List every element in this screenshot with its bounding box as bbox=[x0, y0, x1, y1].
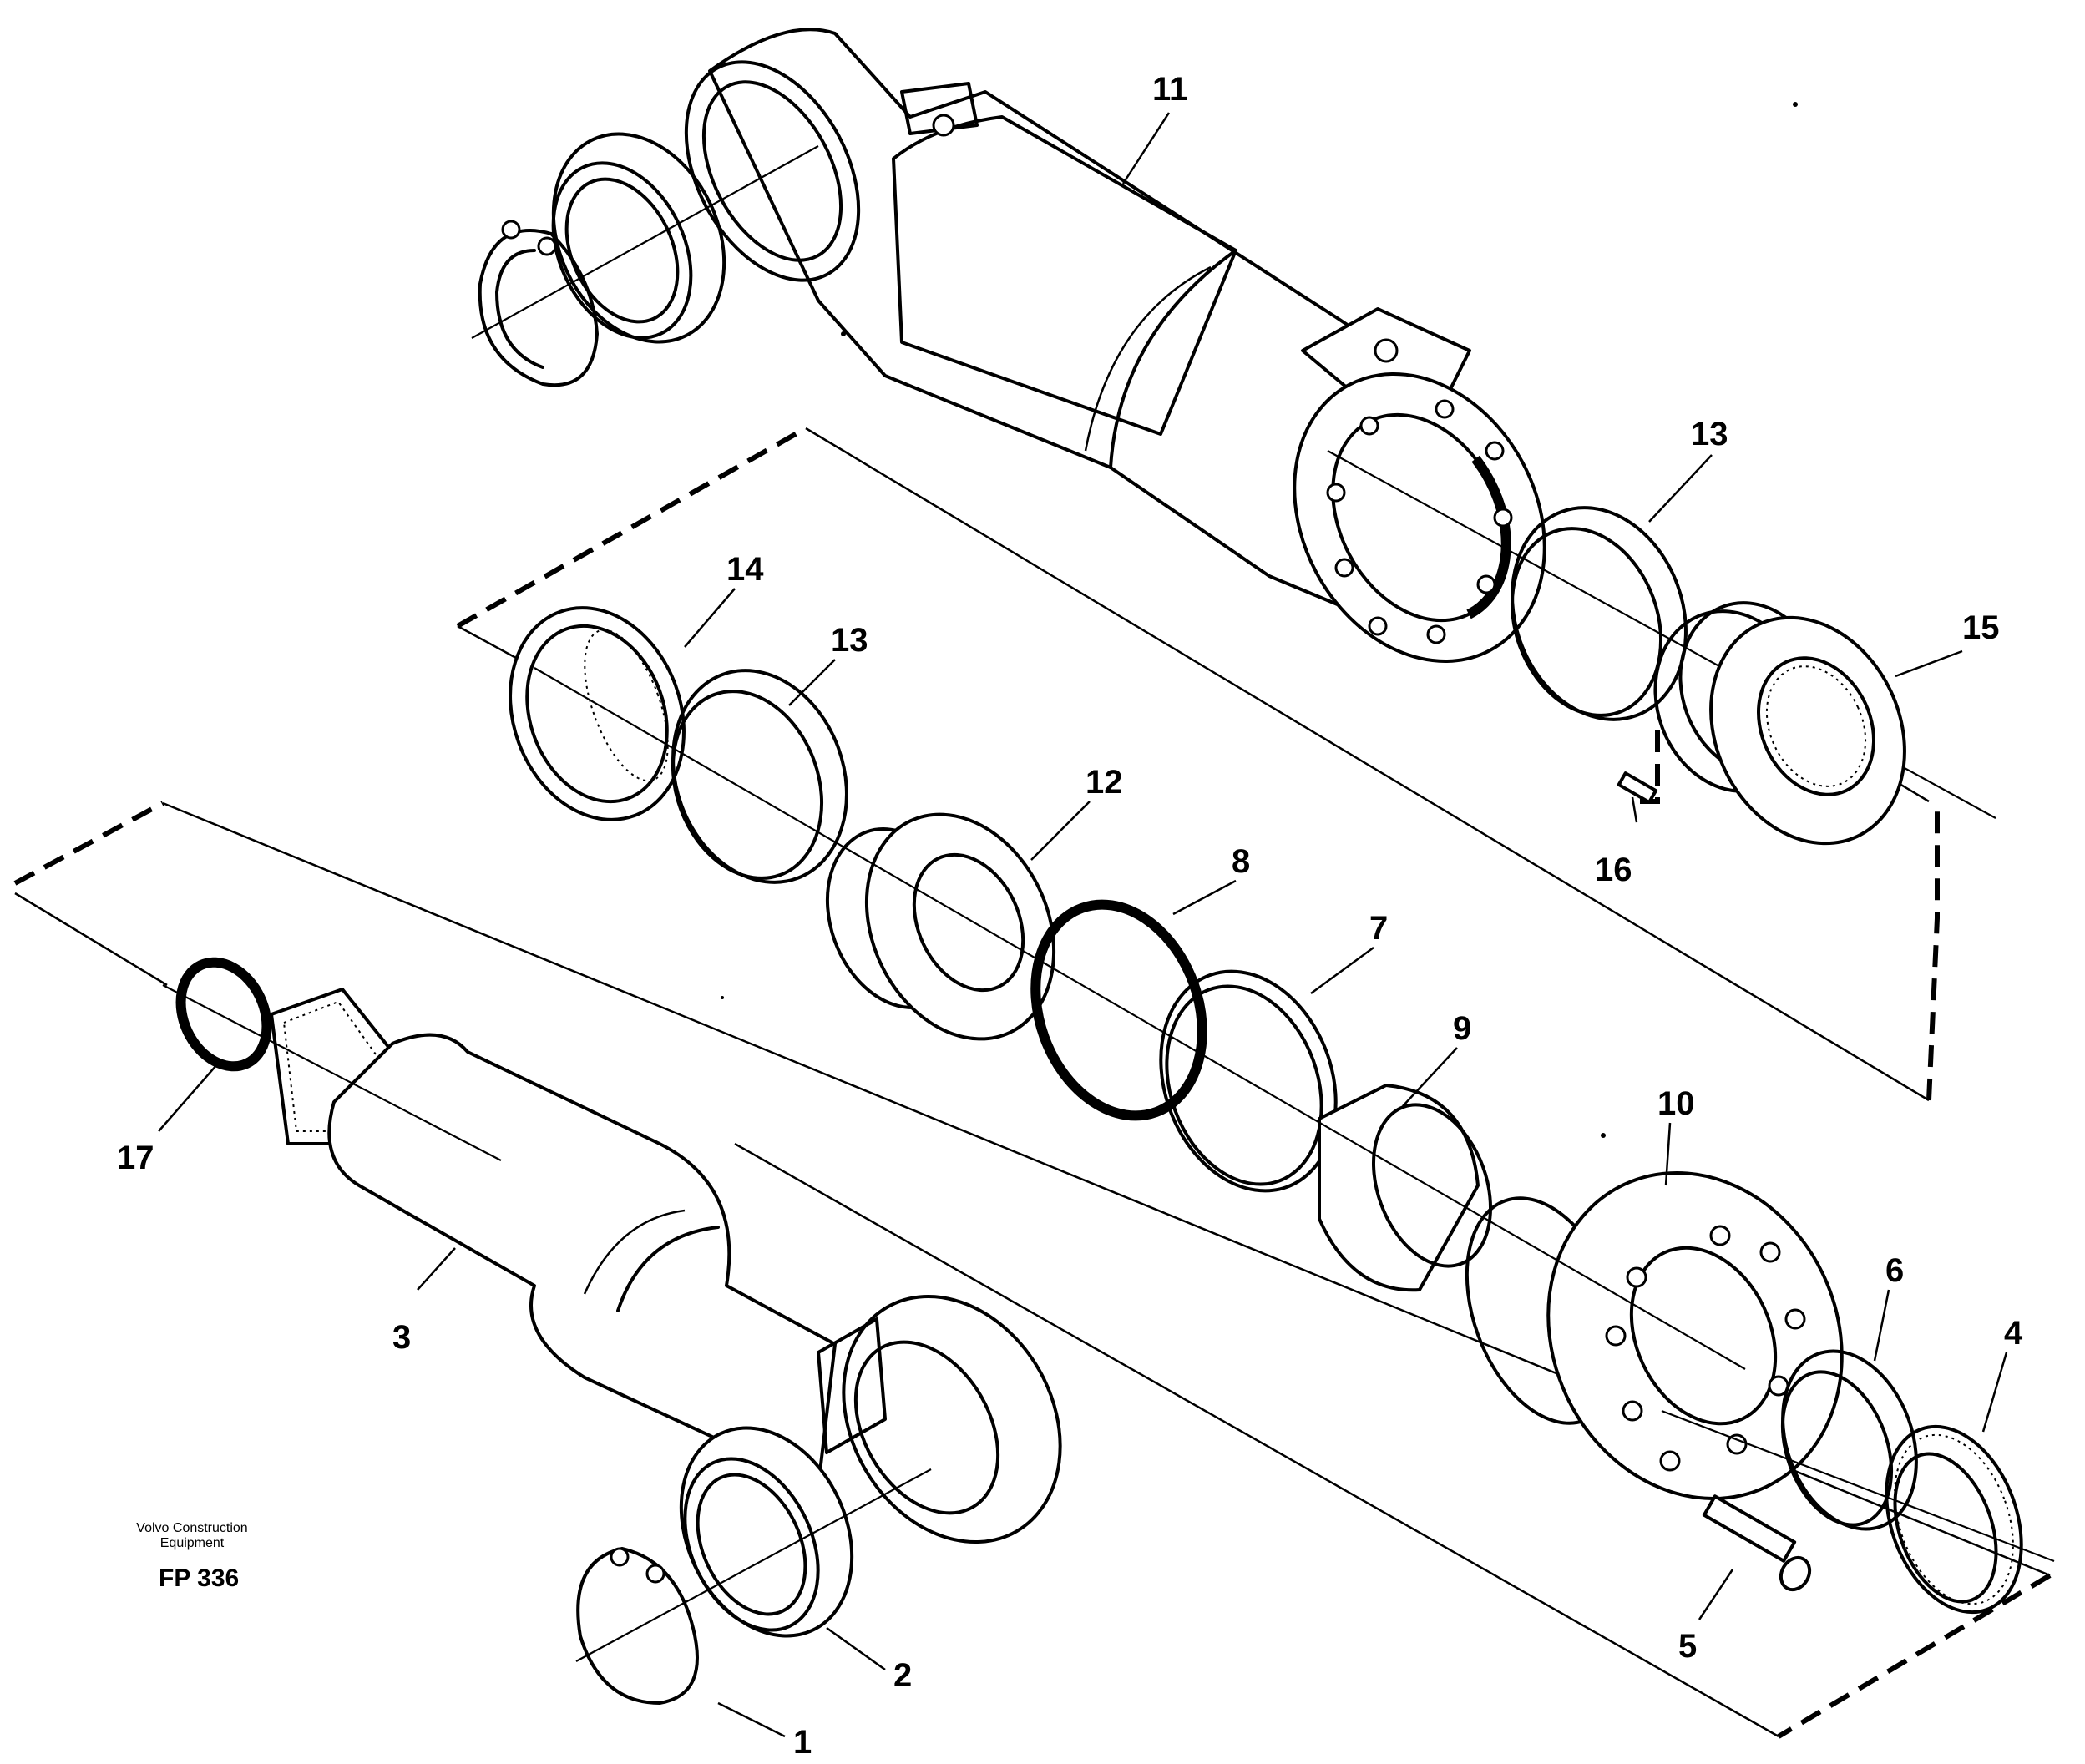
upper-circlip bbox=[478, 220, 599, 387]
retaining-ring bbox=[175, 957, 272, 1072]
callout-11: 11 bbox=[1152, 71, 1187, 108]
callout-7: 7 bbox=[1369, 910, 1388, 947]
callout-2: 2 bbox=[893, 1657, 912, 1694]
scan-specks bbox=[721, 102, 1798, 1138]
set-screw bbox=[1617, 771, 1658, 804]
brand-caption: Volvo Construction Equipment bbox=[100, 1521, 284, 1551]
piston-rod bbox=[270, 988, 1062, 1544]
callout-17: 17 bbox=[117, 1140, 154, 1176]
callout-14: 14 bbox=[726, 551, 764, 588]
callout-16: 16 bbox=[1595, 852, 1632, 888]
lower-bearing bbox=[679, 1426, 854, 1638]
brand-line-1: Volvo Construction bbox=[136, 1521, 248, 1535]
bushing bbox=[1318, 1084, 1493, 1292]
callout-12: 12 bbox=[1086, 764, 1123, 801]
guide-ring-middle bbox=[671, 669, 848, 884]
piston bbox=[1653, 601, 1906, 846]
callout-4: 4 bbox=[2004, 1315, 2023, 1352]
callout-9: 9 bbox=[1453, 1010, 1471, 1047]
brand-line-2: Equipment bbox=[159, 1536, 225, 1550]
callout-leaders bbox=[158, 112, 2008, 1738]
callout-13-upper: 13 bbox=[1691, 416, 1728, 452]
seal-ring bbox=[1780, 1349, 1918, 1531]
callout-numbers: 11 13 14 13 12 15 16 8 7 9 10 17 3 6 4 5… bbox=[117, 71, 2023, 1761]
hex-screw bbox=[1702, 1494, 1812, 1592]
cylinder-head bbox=[1465, 1171, 1844, 1500]
callout-15: 15 bbox=[1962, 609, 2000, 646]
callout-13-middle: 13 bbox=[831, 622, 868, 659]
callout-6: 6 bbox=[1885, 1252, 1904, 1289]
callout-5: 5 bbox=[1678, 1628, 1697, 1665]
callout-8: 8 bbox=[1232, 843, 1250, 880]
lower-circlip bbox=[576, 1547, 699, 1705]
guide-ring-upper bbox=[1510, 506, 1688, 721]
callout-3: 3 bbox=[392, 1319, 411, 1356]
callout-1: 1 bbox=[793, 1724, 812, 1761]
wiper-seal bbox=[509, 606, 686, 821]
cylinder-tube bbox=[684, 28, 1996, 819]
figure-code: FP 336 bbox=[159, 1564, 240, 1592]
wiper-ring bbox=[1885, 1424, 2023, 1615]
o-ring bbox=[1159, 969, 1338, 1193]
gland-packing bbox=[825, 812, 1056, 1041]
callout-10: 10 bbox=[1657, 1085, 1695, 1122]
